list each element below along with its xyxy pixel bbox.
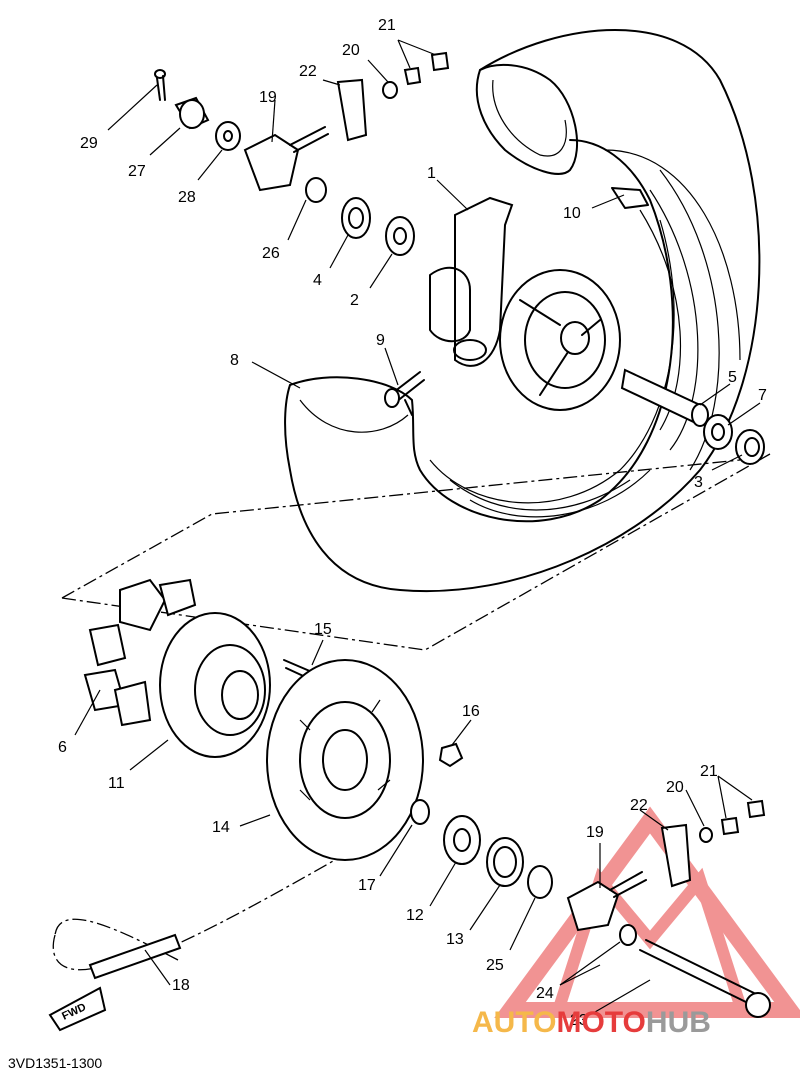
fwd-arrow: FWD — [48, 986, 107, 1032]
callout-17: 17 — [358, 877, 376, 894]
callout-18: 18 — [172, 977, 190, 994]
callout-4: 4 — [313, 272, 322, 289]
right-axle-parts — [620, 368, 765, 465]
callout-26: 26 — [262, 245, 280, 262]
tire-valve — [384, 371, 425, 416]
upper-left-parts — [154, 51, 450, 256]
diagram-code: 3VD1351-1300 — [8, 1055, 102, 1071]
callout-23: 23 — [570, 1012, 588, 1029]
callout-6: 6 — [58, 739, 67, 756]
callout-10: 10 — [563, 205, 581, 222]
callout-14: 14 — [212, 819, 230, 836]
callout-16: 16 — [462, 703, 480, 720]
callout-15: 15 — [314, 621, 332, 638]
callout-8: 8 — [230, 352, 239, 369]
sprocket — [266, 659, 424, 861]
callout-13: 13 — [446, 931, 464, 948]
callout-11: 11 — [108, 775, 125, 792]
callout-19-lower: 19 — [586, 824, 604, 841]
callout-19-upper: 19 — [259, 89, 277, 106]
callout-22-upper: 22 — [299, 63, 317, 80]
callout-21-lower: 21 — [700, 763, 718, 780]
callout-1: 1 — [427, 165, 436, 182]
callout-27: 27 — [128, 163, 146, 180]
callout-25: 25 — [486, 957, 504, 974]
callout-29: 29 — [80, 135, 98, 152]
callout-20-upper: 20 — [342, 42, 360, 59]
callout-28: 28 — [178, 189, 196, 206]
wheel-hub — [429, 196, 621, 411]
callout-3: 3 — [694, 474, 703, 491]
watermark-moto: MOTO — [556, 1006, 645, 1039]
callout-numbers: 1 2 3 4 5 6 7 8 9 10 11 12 13 14 15 16 1… — [58, 17, 767, 1029]
callout-20-lower: 20 — [666, 779, 684, 796]
clutch-hub — [83, 578, 271, 758]
callout-12: 12 — [406, 907, 424, 924]
spacer-10 — [611, 187, 649, 209]
callout-5: 5 — [728, 369, 737, 386]
chain-18 — [88, 933, 182, 980]
callout-9: 9 — [376, 332, 385, 349]
callout-24: 24 — [536, 985, 554, 1002]
leader-lines — [74, 39, 761, 1013]
left-axle-parts — [410, 799, 553, 899]
callout-2: 2 — [350, 292, 359, 309]
watermark-hub: HUB — [646, 1006, 711, 1039]
nut-16 — [438, 742, 464, 768]
callout-21-upper: 21 — [378, 17, 396, 34]
callout-7: 7 — [758, 387, 767, 404]
svg-text:AUTOMOTOHUB: AUTOMOTOHUB — [472, 1006, 711, 1039]
watermark-auto: AUTO — [472, 1006, 556, 1039]
lower-right-parts — [566, 799, 771, 1018]
watermark-text: AUTOMOTOHUB — [472, 1006, 711, 1039]
callout-22-lower: 22 — [630, 797, 648, 814]
watermark-logo — [494, 806, 800, 1018]
